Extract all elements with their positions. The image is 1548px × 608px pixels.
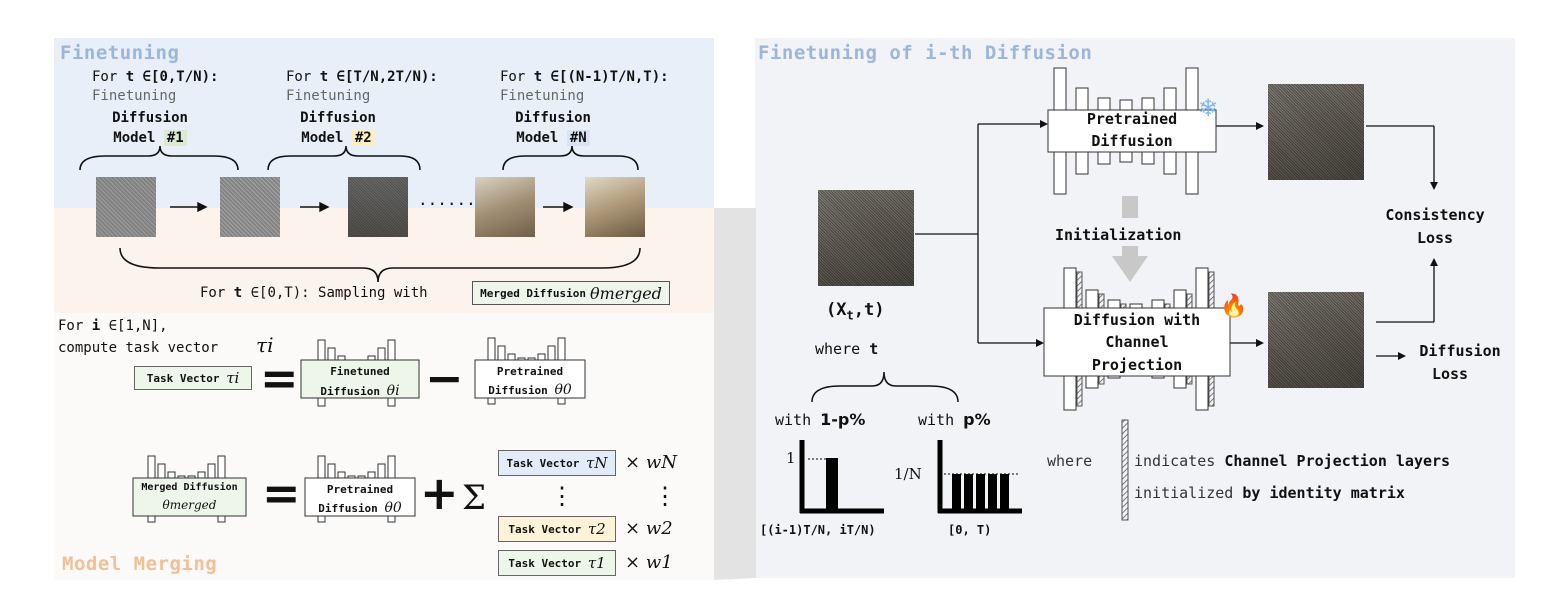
pretrained-right-l2: Diffusion bbox=[1091, 132, 1173, 150]
diffusion-loss-l1: Diffusion bbox=[1419, 342, 1501, 360]
output-image-cp bbox=[1268, 292, 1364, 388]
sigma-sign: Σ bbox=[462, 478, 487, 518]
group2-ft: Finetuning bbox=[286, 88, 371, 104]
group2-line1: Diffusion bbox=[300, 110, 376, 126]
groupN-range: For t ∈[(N-1)T/N,T): bbox=[500, 69, 669, 85]
task-vector-2: Task Vector τ2 bbox=[498, 516, 616, 542]
times-N: × wN bbox=[625, 452, 677, 473]
task-vector-1: Task Vector τ1 bbox=[498, 550, 616, 576]
vdots-1: ⋮ bbox=[550, 482, 574, 510]
denoise-image-3 bbox=[475, 177, 535, 237]
where-t: where t bbox=[815, 340, 879, 358]
groupN-model: Model #N bbox=[483, 130, 623, 146]
top-braces bbox=[79, 145, 641, 283]
pretrained-label-b2: Diffusion θ0 bbox=[318, 500, 402, 516]
unet-icon bbox=[300, 339, 420, 407]
right-title: Finetuning of i-th Diffusion bbox=[758, 42, 1093, 64]
where-label: where bbox=[1047, 452, 1093, 470]
with-right: with p% bbox=[918, 410, 991, 429]
ellipsis: ...... bbox=[418, 190, 476, 209]
x-right-label: [0, T) bbox=[948, 523, 992, 537]
plus-sign: + bbox=[420, 466, 459, 520]
group1-model: Model #1 bbox=[80, 130, 220, 146]
finetuned-label: Finetuned bbox=[330, 365, 390, 378]
minus-sign: − bbox=[425, 351, 464, 405]
legend-line1: indicates Channel Projection layers bbox=[1134, 452, 1451, 470]
histogram-right bbox=[937, 440, 1022, 514]
consistency-l2: Loss bbox=[1416, 229, 1454, 247]
input-label: (Xt,t) bbox=[826, 300, 885, 323]
x-left-label: [(i-1)T/N, iT/N) bbox=[760, 523, 876, 537]
for-i-text: For i ∈[1,N], bbox=[58, 318, 168, 334]
y-one-over-n: 1/N bbox=[894, 465, 922, 483]
brace-icon bbox=[502, 145, 639, 171]
group1-line1: Diffusion bbox=[112, 110, 188, 126]
pretrained-right-l1: Pretrained bbox=[1086, 110, 1178, 128]
fire-icon: 🔥 bbox=[1220, 294, 1248, 319]
zoom-connector bbox=[714, 208, 756, 580]
groupN-ft: Finetuning bbox=[500, 88, 585, 104]
equals-1: = bbox=[260, 351, 299, 405]
finetuned-label-2: Diffusion θi bbox=[320, 383, 400, 399]
pretrained-label: Pretrained bbox=[496, 365, 564, 378]
compute-text: compute task vector bbox=[58, 340, 219, 356]
group1-range: For t ∈[0,T/N): bbox=[92, 69, 219, 85]
unet-icon bbox=[304, 455, 416, 523]
noise-image bbox=[96, 177, 156, 237]
tau-i-symbol: τi bbox=[256, 333, 274, 357]
groupN-line1: Diffusion bbox=[515, 110, 591, 126]
snowflake-icon: ❄ bbox=[1198, 94, 1219, 122]
group1-ft: Finetuning bbox=[92, 88, 177, 104]
brace-icon bbox=[119, 247, 641, 283]
with-left: with 1-p% bbox=[775, 410, 866, 429]
legend-line2: initialized by identity matrix bbox=[1134, 484, 1405, 502]
unet-icon bbox=[474, 337, 586, 405]
times-2: × w2 bbox=[625, 518, 673, 539]
model-merging-title: Model Merging bbox=[62, 553, 218, 575]
denoise-image-2 bbox=[348, 177, 408, 237]
merged-label: Merged Diffusion bbox=[141, 482, 238, 493]
task-vector-N: Task Vector τN bbox=[498, 450, 616, 476]
final-image bbox=[585, 177, 645, 237]
diffusion-loss-l2: Loss bbox=[1431, 365, 1469, 383]
pretrained-label-2: Diffusion θ0 bbox=[488, 382, 572, 398]
cp-l1: Diffusion with bbox=[1073, 311, 1201, 329]
input-image bbox=[818, 190, 914, 286]
initialization-label: Initialization bbox=[1055, 226, 1182, 244]
unet-icon bbox=[1047, 67, 1217, 195]
times-1: × w1 bbox=[625, 552, 673, 573]
cp-l2: Channel bbox=[1105, 333, 1169, 351]
finetuning-title: Finetuning bbox=[60, 42, 180, 64]
consistency-l1: Consistency bbox=[1385, 206, 1485, 224]
unet-icon bbox=[1043, 267, 1231, 411]
task-vector-i: Task Vector τi bbox=[134, 366, 252, 390]
theta-merged: θmerged bbox=[162, 498, 217, 512]
group2-model: Model #2 bbox=[268, 130, 408, 146]
cp-l3: Projection bbox=[1091, 356, 1183, 374]
denoise-image-1 bbox=[220, 177, 280, 237]
output-image-pretrained bbox=[1268, 84, 1364, 180]
histogram-left bbox=[799, 440, 884, 514]
brace-icon bbox=[267, 145, 421, 171]
vdots-2: ⋮ bbox=[653, 482, 677, 510]
equals-2: = bbox=[262, 466, 301, 520]
brace-icon bbox=[79, 145, 239, 171]
brace-icon bbox=[811, 371, 959, 403]
group2-range: For t ∈[T/N,2T/N): bbox=[286, 69, 438, 85]
pretrained-label-b: Pretrained bbox=[326, 483, 394, 496]
y-one: 1 bbox=[786, 449, 796, 467]
sampling-text: For t ∈[0,T): Sampling with bbox=[200, 285, 428, 301]
unet-icon bbox=[132, 455, 247, 523]
